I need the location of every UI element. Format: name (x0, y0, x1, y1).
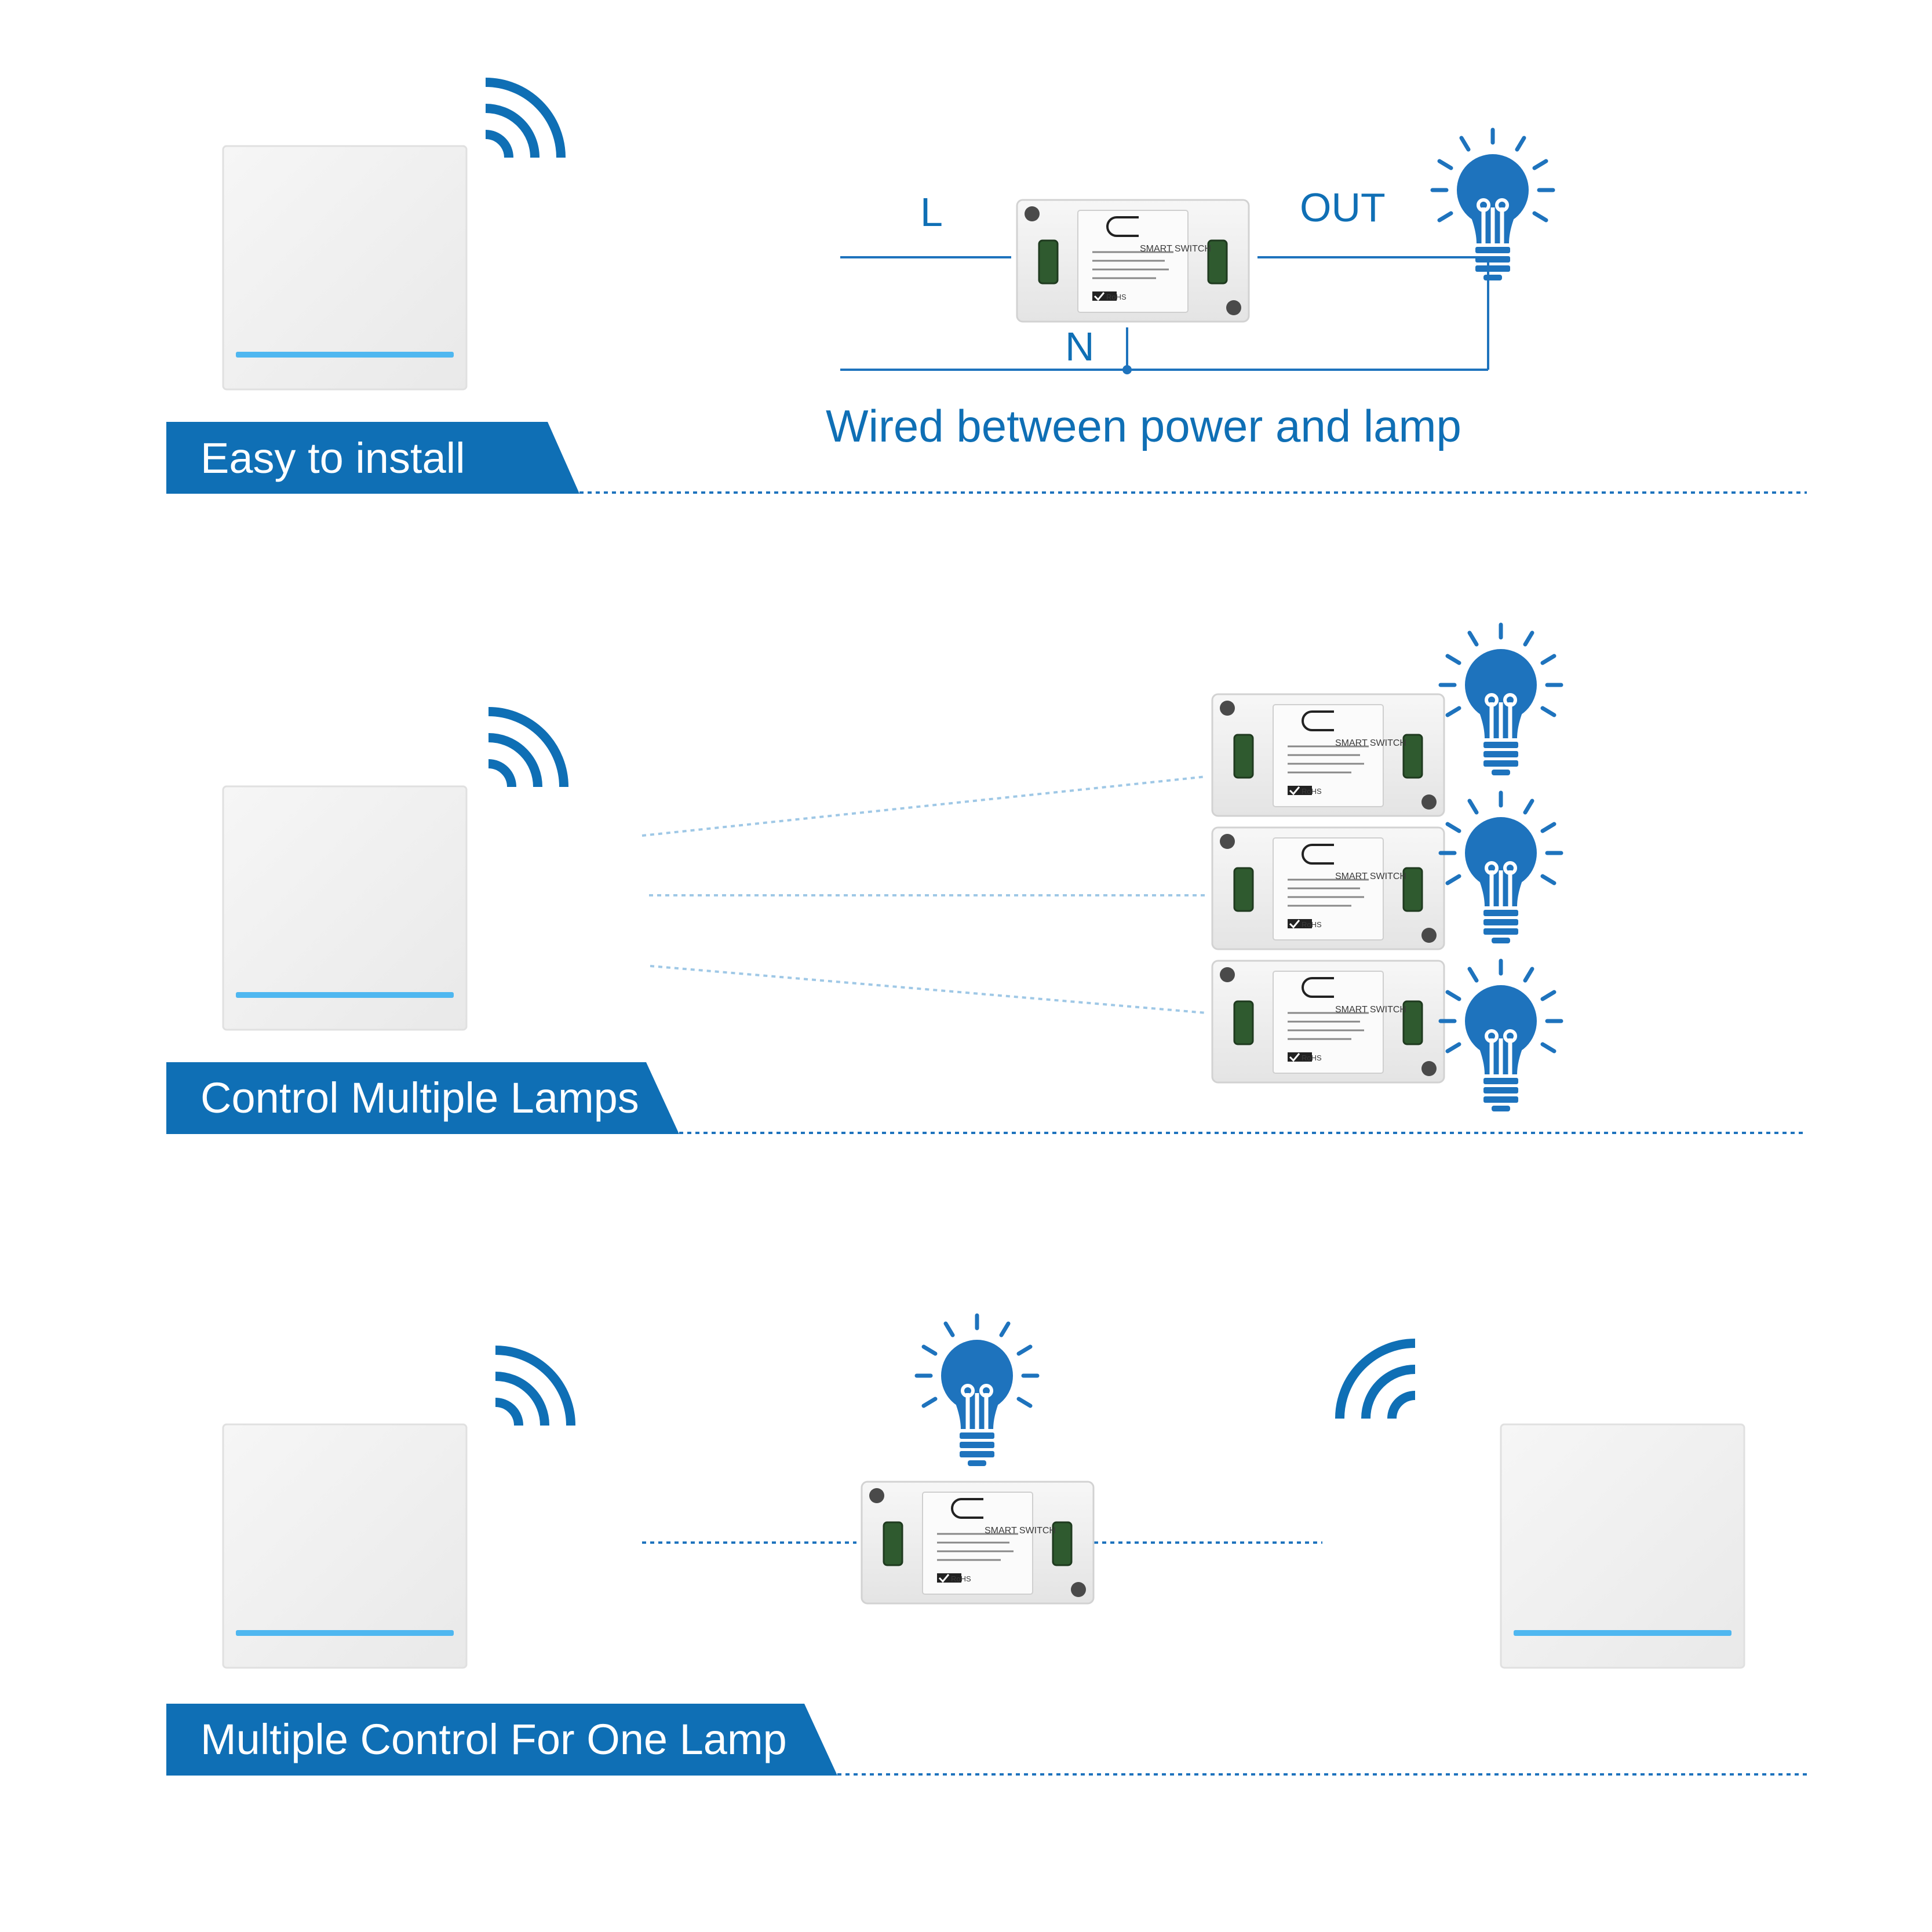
wifi-signal-icon (1340, 1343, 1415, 1419)
section-title: Control Multiple Lamps (201, 1074, 639, 1122)
module-brand-label: SMART SWITCH (1335, 738, 1406, 748)
module-rohs-label: RoHS (951, 1574, 971, 1583)
section-multiple-control: SMART SWITCH RoHS Multiple Control For O… (166, 1315, 1807, 1776)
lightbulb-icon (1441, 961, 1561, 1111)
section-banner (166, 1704, 837, 1776)
signal-link (641, 775, 1207, 837)
signal-link (650, 965, 1207, 1014)
wall-switch-panel[interactable] (222, 145, 468, 391)
section-title: Multiple Control For One Lamp (201, 1715, 787, 1763)
module-rohs-label: RoHS (1302, 787, 1322, 796)
module-brand-label: SMART SWITCH (985, 1526, 1056, 1536)
section-banner (166, 422, 579, 494)
smart-switch-module: SMART SWITCH RoHS (1211, 826, 1445, 950)
label-live: L (920, 189, 943, 235)
smart-switch-module: SMART SWITCH RoHS (1211, 960, 1445, 1084)
lightbulb-icon (917, 1315, 1037, 1466)
wall-switch-panel[interactable] (222, 1423, 468, 1669)
module-brand-label: SMART SWITCH (1335, 872, 1406, 881)
section-multiple-lamps: SMART SWITCH RoHS SMART SWITCH RoHS SMAR… (166, 625, 1807, 1134)
section-banner (166, 1062, 679, 1134)
module-rohs-label: RoHS (1302, 1054, 1322, 1062)
neutral-junction (1122, 365, 1132, 374)
signal-links (641, 775, 1207, 1014)
wiring-caption: Wired between power and lamp (826, 400, 1461, 451)
wifi-signal-icon (495, 1350, 571, 1426)
smart-switch-module: SMART SWITCH RoHS (1016, 199, 1250, 323)
wall-switch-panel[interactable] (1500, 1423, 1745, 1669)
module-rohs-label: RoHS (1106, 293, 1127, 301)
module-brand-label: SMART SWITCH (1140, 244, 1211, 254)
module-rohs-label: RoHS (1302, 920, 1322, 929)
smart-switch-module: SMART SWITCH RoHS (861, 1481, 1095, 1605)
smart-switch-module: SMART SWITCH RoHS (1211, 693, 1445, 817)
module-brand-label: SMART SWITCH (1335, 1005, 1406, 1015)
lightbulb-icon (1441, 793, 1561, 943)
wall-switch-panel[interactable] (222, 785, 468, 1031)
lightbulb-icon (1441, 625, 1561, 775)
label-out: OUT (1300, 185, 1386, 230)
section-easy-install: SMART SWITCH RoHS L OUT N Wired between … (166, 82, 1807, 494)
wifi-signal-icon (489, 712, 564, 787)
label-neutral: N (1065, 324, 1095, 369)
wifi-signal-icon (486, 82, 561, 158)
section-title: Easy to install (201, 434, 465, 482)
